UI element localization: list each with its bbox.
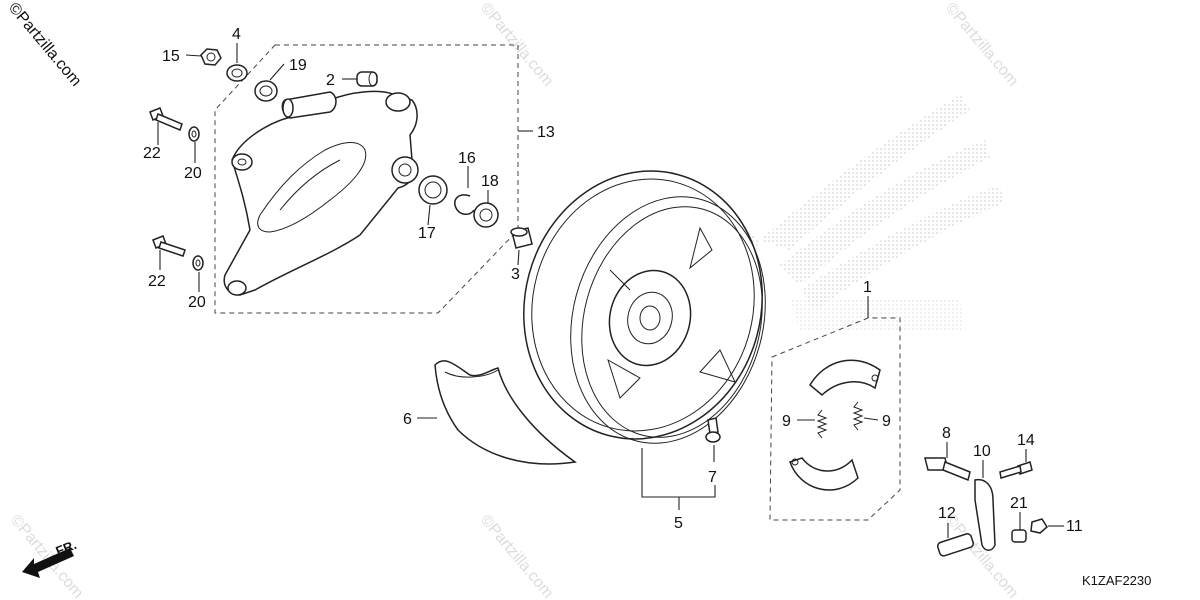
part-20-washer-lower [192,255,204,271]
callout-6: 6 [403,411,412,428]
part-4-collar [226,64,248,82]
callout-16: 16 [458,150,476,167]
watermark-text: ©Partzilla.com [477,0,556,90]
part-10-brake-arm [974,478,996,551]
callout-12: 12 [938,505,956,522]
callout-7: 7 [708,469,717,486]
callout-9: 9 [782,413,791,430]
callout-2: 2 [326,72,335,89]
callout-22: 22 [143,145,161,162]
callout-18: 18 [481,173,499,190]
callout-15: 15 [162,48,180,65]
callout-20: 20 [188,294,206,311]
part-5-rear-wheel [523,170,766,444]
part-14-bolt [999,461,1033,479]
callout-14: 14 [1017,432,1035,449]
callout-20: 20 [184,165,202,182]
part-15-nut [200,48,222,66]
part-9-spring-left [816,409,828,439]
callout-3: 3 [511,266,520,283]
part-1-brake-shoe-upper [809,359,881,397]
part-7-valve [705,417,721,443]
part-19-oil-seal [254,80,278,102]
callout-13: 13 [537,124,555,141]
watermark-text: ©Partzilla.com [942,0,1021,90]
part-2-collar [356,71,378,87]
part-11-nut [1030,518,1048,534]
callout-11: 11 [1066,518,1083,535]
diagram-code: K1ZAF2230 [1082,573,1151,588]
part-6-mudguard [434,360,577,465]
callout-22: 22 [148,273,166,290]
front-direction-arrow-icon: FR. [22,537,79,578]
part-9-spring-right [852,401,864,431]
part-21-pin [1011,529,1027,543]
callout-21: 21 [1010,495,1028,512]
rear-fork-swing-arm [223,90,419,296]
watermark-text: ©Partzilla.com [7,512,86,600]
callout-8: 8 [942,425,951,442]
part-8-brake-cam [924,457,971,482]
part-22-bolt-upper [149,107,183,132]
part-20-washer-upper [188,126,200,142]
callout-5: 5 [674,515,683,532]
part-17-bearing [418,175,448,205]
callout-10: 10 [973,443,991,460]
callout-19: 19 [289,57,307,74]
front-indicator-label: FR. [54,537,79,559]
part-18-oil-seal [473,202,499,228]
callout-9: 9 [882,413,891,430]
watermark-text: ©Partzilla.com [5,0,84,90]
callout-4: 4 [232,26,241,43]
callout-1: 1 [863,279,872,296]
callout-17: 17 [418,225,436,242]
part-22-bolt-lower [152,235,186,257]
part-3-collar [510,227,533,249]
part-1-brake-shoe-lower [789,457,859,491]
watermark-text: ©Partzilla.com [477,512,556,600]
part-12-spring [936,533,975,557]
assembly-outline-13 [214,44,519,314]
part-16-circlip [454,194,475,215]
leader-lines [157,43,1064,538]
